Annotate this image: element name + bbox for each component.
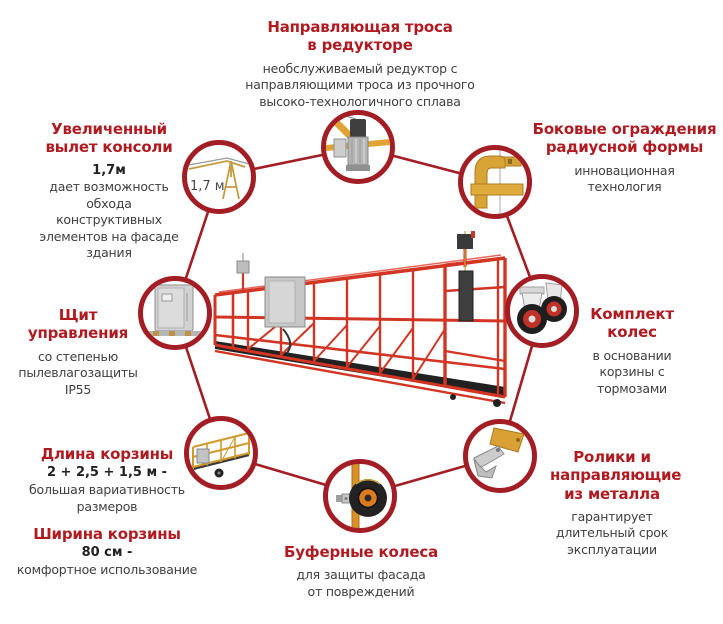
feature-basket-width-desc: комфортное использование — [16, 562, 198, 578]
feature-side-guards-title: Боковые ограждения радиусной формы — [532, 120, 717, 157]
control-panel-icon — [149, 284, 201, 336]
callout-circle-rollers — [463, 419, 537, 493]
feature-wheel-kit: Комплект колес в основании корзины с тор… — [573, 305, 691, 397]
callout-circle-buffer-wheels — [323, 459, 397, 533]
suspended-platform-image — [213, 231, 507, 407]
svg-text:1,7 м: 1,7 м — [190, 179, 225, 194]
feature-wheel-kit-title: Комплект колес — [590, 305, 674, 342]
feature-buffer-wheels-desc: для защиты фасада от повреждений — [296, 567, 426, 599]
feature-basket-size: Длина корзины 2 + 2,5 + 1,5 м - большая … — [14, 445, 200, 579]
feature-control-panel-title: Щит управления — [27, 306, 129, 343]
feature-control-panel: Щит управления со степенью пылевлагозащи… — [8, 306, 148, 398]
metal-roller-icon — [473, 427, 525, 479]
feature-buffer-wheels-title: Буферные колеса — [284, 543, 438, 561]
callout-circle-control-panel — [138, 276, 212, 350]
feature-basket-length-desc: большая вариативность размеров — [29, 482, 185, 514]
feature-console: Увеличенный вылет консоли 1,7м дает возм… — [20, 120, 198, 262]
feature-reducer-desc: необслуживаемый редуктор с направляющими… — [245, 60, 475, 109]
callout-circle-side-guards — [458, 145, 532, 219]
callout-circle-basket — [184, 416, 258, 490]
feature-rollers: Ролики и направляющие из металла гаранти… — [550, 448, 682, 558]
feature-reducer: Направляющая троса в редукторе необслужи… — [240, 18, 480, 110]
feature-console-value: 1,7м — [92, 162, 126, 178]
radius-guard-icon — [470, 150, 524, 214]
feature-basket-length-title: Длина корзины — [40, 445, 174, 463]
callout-circle-wheel-kit — [505, 274, 579, 348]
feature-rollers-desc: гарантирует длительный срок эксплуатации — [555, 508, 669, 557]
feature-console-desc: дает возможность обхода конструктивных э… — [39, 179, 179, 261]
callout-circle-console: 1,7 м — [182, 140, 256, 214]
feature-control-panel-desc: со степенью пылевлагозащиты IP55 — [18, 348, 138, 397]
hoist-motor-icon — [326, 115, 390, 171]
basket-icon — [192, 429, 250, 478]
feature-buffer-wheels: Буферные колеса для защиты фасада от пов… — [255, 543, 467, 600]
feature-side-guards-desc: инновационная технология — [574, 162, 675, 195]
feature-rollers-title: Ролики и направляющие из металла — [550, 448, 682, 503]
caster-wheels-icon — [517, 282, 567, 334]
feature-basket-length-value: 2 + 2,5 + 1,5 м - — [46, 465, 168, 481]
feature-side-guards: Боковые ограждения радиусной формы иннов… — [532, 120, 717, 196]
feature-wheel-kit-desc: в основании корзины с тормозами — [592, 347, 672, 396]
callout-circle-reducer — [321, 110, 395, 184]
feature-reducer-title: Направляющая троса в редукторе — [267, 18, 453, 55]
feature-basket-width-title: Ширина корзины — [33, 525, 181, 544]
feature-console-title: Увеличенный вылет консоли — [45, 120, 173, 157]
buffer-wheel-icon — [336, 464, 387, 528]
feature-basket-width-value: 80 см - — [81, 545, 133, 561]
console-arm-icon: 1,7 м — [188, 157, 250, 200]
